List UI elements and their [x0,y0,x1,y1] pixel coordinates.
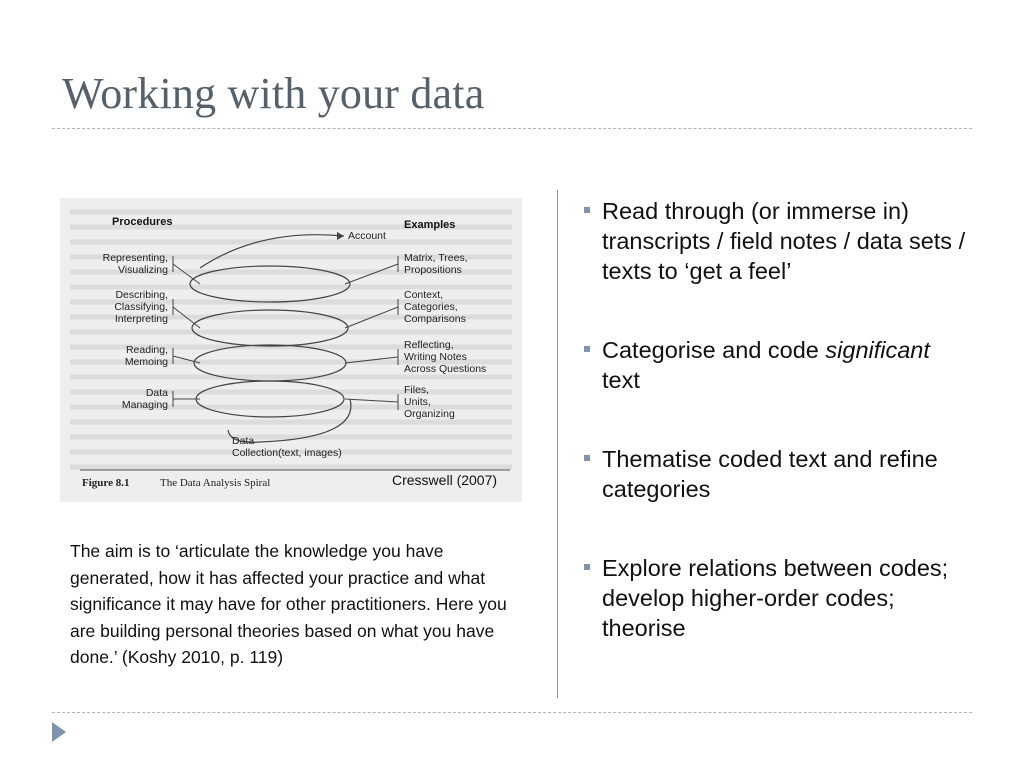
example-label: Categories, [404,301,458,313]
examples-heading: Examples [404,219,455,231]
procedure-label: Interpreting [115,313,168,325]
spiral-loop [191,309,349,347]
column-divider [557,190,558,698]
example-connector [344,398,399,403]
collection-label-line: Data [232,435,254,447]
procedure-label: Representing, [103,252,168,264]
procedure-label: Data [146,387,168,399]
example-label: Organizing [404,408,455,420]
bullet-text: Explore relations between codes; develop… [602,555,949,641]
square-bullet-icon [584,564,590,570]
figure-credit: Cresswell (2007) [392,472,498,488]
collection-curve [227,398,352,443]
square-bullet-icon [584,207,590,213]
example-label: Units, [404,396,431,408]
procedure-label: Memoing [125,356,168,368]
example-label: Files, [404,384,429,396]
bullet-text-pre: Categorise and code [602,337,826,363]
account-arrowhead [337,232,344,240]
bullet-list: Read through (or immerse in) transcripts… [584,196,974,692]
example-label: Writing Notes [404,351,467,363]
bullet-text-emphasis: significant [825,337,930,363]
procedure-connector [172,306,201,329]
title-divider [52,128,972,129]
procedure-label: Reading, [126,344,168,356]
example-connector [344,263,399,285]
bullet-item-explore: Explore relations between codes; develop… [584,553,974,643]
example-connector [344,356,399,364]
procedure-connector [172,355,201,364]
play-triangle-icon [52,722,66,742]
square-bullet-icon [584,455,590,461]
bullet-item-categorise: Categorise and code significant text [584,335,974,395]
bullet-text: Thematise coded text and refine categori… [602,446,938,502]
procedure-label: Managing [122,399,168,411]
koshy-quote: The aim is to ‘articulate the knowledge … [70,541,507,667]
procedure-label: Describing, [115,289,168,301]
slide-title: Working with your data [62,69,485,118]
procedure-label: Classifying, [114,301,168,313]
procedure-connector [172,263,201,285]
example-label: Comparisons [404,313,466,325]
bullet-text: Read through (or immerse in) transcripts… [602,198,966,284]
bullet-item-thematise: Thematise coded text and refine categori… [584,444,974,504]
square-bullet-icon [584,346,590,352]
figure-number: Figure 8.1 [82,477,129,489]
collection-label-line: Collection(text, images) [232,447,342,459]
bullet-item-read: Read through (or immerse in) transcripts… [584,196,974,286]
footer-divider [52,712,972,713]
example-label: Across Questions [404,363,486,375]
example-label: Context, [404,289,443,301]
account-label: Account [348,230,386,242]
procedure-label: Visualizing [118,264,168,276]
example-label: Propositions [404,264,462,276]
example-label: Matrix, Trees, [404,252,468,264]
figure-title: The Data Analysis Spiral [160,477,270,489]
spiral-loop [195,380,345,418]
spiral-loop [189,265,351,303]
bullet-text-post: text [602,367,640,393]
procedures-heading: Procedures [112,216,173,228]
example-connector [344,306,399,329]
example-label: Reflecting, [404,339,454,351]
account-arrow [199,234,345,269]
